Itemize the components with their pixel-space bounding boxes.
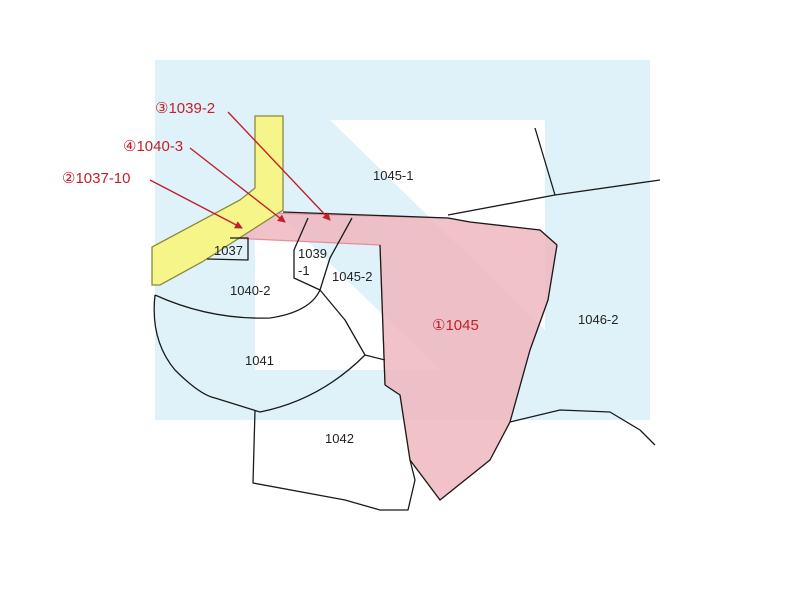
- parcel-label-1039-1-line2: -1: [298, 263, 310, 278]
- parcel-label-1039-1-line1: 1039: [298, 246, 327, 261]
- parcel-label-1046-2: 1046-2: [578, 312, 618, 327]
- callout-1045: ①1045: [432, 317, 479, 334]
- highlight-parcel-1045: [229, 211, 558, 501]
- parcel-boundaries: [153, 127, 661, 511]
- callout-arrows: [149, 111, 331, 229]
- callout-1037-10: ②1037-10: [62, 170, 131, 187]
- parcel-label-1040-2: 1040-2: [230, 283, 270, 298]
- parcel-label-1045-2: 1045-2: [332, 269, 372, 284]
- arrow-1037-10: [149, 179, 243, 229]
- yellow-road: [151, 115, 284, 286]
- parcel-label-1045-1: 1045-1: [373, 168, 413, 183]
- callout-1040-3: ④1040-3: [123, 138, 183, 155]
- arrow-1040-3: [189, 147, 286, 223]
- parcel-label-1037: 1037: [214, 243, 243, 258]
- parcel-label-1041: 1041: [245, 353, 274, 368]
- callout-1039-2: ③1039-2: [155, 100, 215, 117]
- parcel-label-1042: 1042: [325, 431, 354, 446]
- arrow-1039-2: [227, 111, 331, 221]
